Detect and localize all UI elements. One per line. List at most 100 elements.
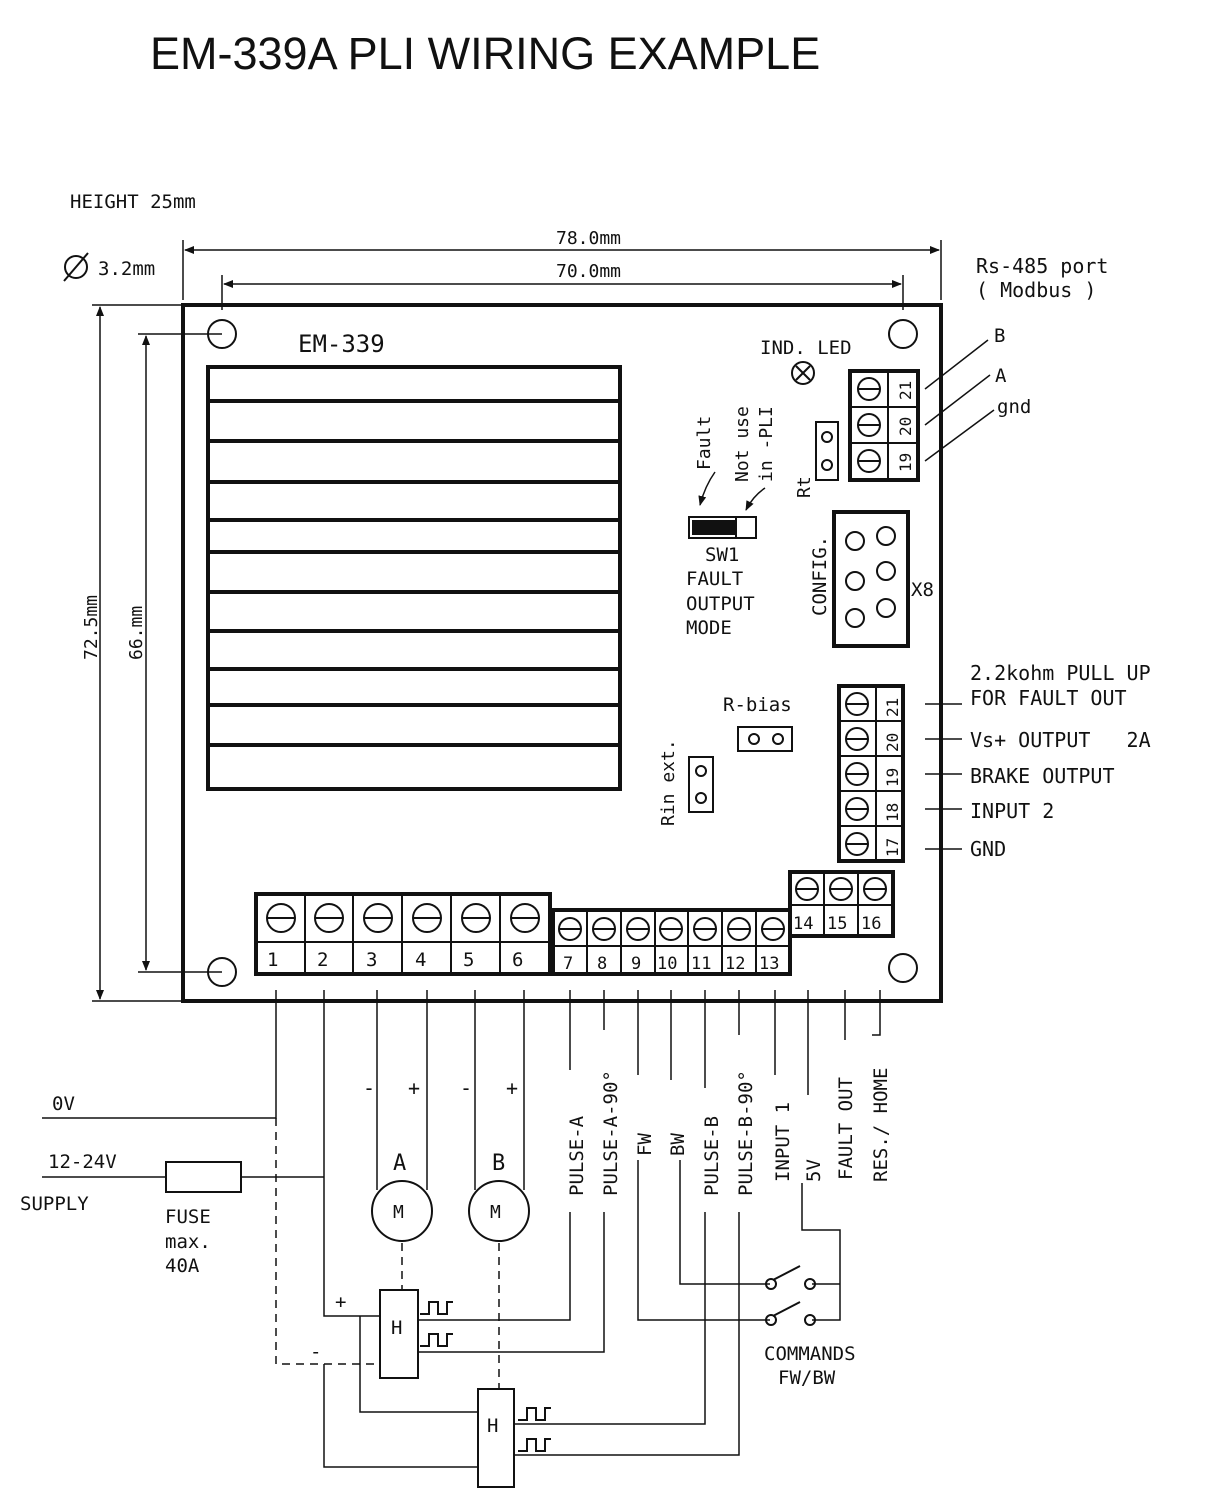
svg-text:RES./ HOME: RES./ HOME	[870, 1068, 892, 1182]
svg-text:COMMANDS: COMMANDS	[764, 1343, 856, 1365]
svg-text:Vs+ OUTPUT 2A: Vs+ OUTPUT 2A	[970, 728, 1151, 752]
svg-text:PULSE-B: PULSE-B	[701, 1116, 723, 1196]
upper-terminals: 14 15 16	[788, 870, 895, 938]
svg-text:5V: 5V	[803, 1159, 825, 1182]
screw-icon	[845, 692, 869, 856]
svg-text:A: A	[995, 365, 1007, 387]
svg-text:B: B	[994, 325, 1005, 347]
svg-text:-: -	[310, 1341, 321, 1363]
terminal-number: 16	[861, 914, 881, 934]
svg-text:in -PLI: in -PLI	[756, 406, 777, 482]
svg-text:INPUT 1: INPUT 1	[772, 1102, 794, 1182]
signal-terminals: 7 8 9 10 11 12 13	[551, 908, 792, 976]
terminal-number: 14	[793, 914, 813, 934]
terminal-number: 6	[512, 949, 523, 971]
hall-sensor-a: H + -	[275, 1118, 453, 1379]
svg-text:3.2mm: 3.2mm	[98, 258, 155, 280]
hall-sensor-b: H	[323, 1243, 551, 1488]
command-switches: COMMANDS FW/BW	[764, 1265, 856, 1389]
rs485-pin: 19	[896, 453, 915, 472]
svg-text:PULSE-B-90°: PULSE-B-90°	[735, 1070, 757, 1196]
svg-text:-: -	[460, 1076, 472, 1100]
svg-text:R-bias: R-bias	[723, 694, 792, 716]
terminal-number: 9	[631, 954, 641, 974]
board-name: EM-339	[298, 330, 385, 358]
config-connector: CONFIG. X8	[809, 510, 934, 648]
svg-text:H: H	[391, 1317, 402, 1339]
svg-text:72.5mm: 72.5mm	[81, 595, 102, 660]
mount-hole-top-left	[207, 319, 237, 349]
io-pin: 21	[883, 698, 902, 717]
terminal-number: 7	[563, 954, 573, 974]
motor-b: - + B M	[460, 990, 530, 1242]
hall-sensor-a-icon	[379, 1289, 419, 1379]
svg-text:PULSE-A-90°: PULSE-A-90°	[600, 1070, 622, 1196]
io-pin: 17	[883, 838, 902, 857]
rs485-subtitle: ( Modbus )	[976, 278, 1096, 302]
terminal-number: 2	[317, 949, 328, 971]
led-icon	[791, 361, 815, 385]
svg-text:A: A	[393, 1151, 406, 1176]
rin-ext-jumper: Rin ext.	[658, 739, 714, 826]
svg-text:40A: 40A	[165, 1255, 200, 1277]
svg-text:B: B	[492, 1151, 505, 1176]
svg-text:+: +	[335, 1291, 346, 1313]
fuse-icon	[165, 1161, 242, 1193]
terminal-number: 8	[597, 954, 607, 974]
svg-text:MODE: MODE	[686, 617, 732, 639]
rs485-pin: 21	[896, 381, 915, 400]
signal-wiring: PULSE-A PULSE-A-90° FW BW PULSE-B PULSE-…	[418, 990, 892, 1456]
svg-text:FAULT OUT: FAULT OUT	[835, 1077, 857, 1180]
svg-text:gnd: gnd	[997, 396, 1031, 418]
svg-text:OUTPUT: OUTPUT	[686, 593, 755, 615]
svg-text:FUSE: FUSE	[165, 1206, 211, 1228]
io-pin: 18	[883, 803, 902, 822]
screw-icon	[795, 877, 887, 901]
motor-a-icon	[371, 1180, 433, 1242]
terminal-number: 10	[657, 954, 677, 974]
hole-diameter: 3.2mm	[63, 252, 155, 282]
diameter-icon	[64, 255, 88, 279]
svg-text:+: +	[408, 1076, 420, 1100]
svg-text:IND. LED: IND. LED	[760, 337, 852, 359]
svg-text:M: M	[393, 1202, 404, 1223]
svg-text:Rin ext.: Rin ext.	[658, 739, 679, 826]
rt-jumper: Rt	[794, 421, 839, 498]
svg-text:FW/BW: FW/BW	[778, 1367, 836, 1389]
svg-text:H: H	[487, 1415, 498, 1437]
terminal-number: 1	[267, 949, 278, 971]
heatsink	[206, 365, 622, 791]
svg-text:PULSE-A: PULSE-A	[566, 1115, 588, 1196]
svg-text:0V: 0V	[52, 1093, 75, 1115]
rs485-title: Rs-485 port	[976, 254, 1108, 278]
terminal-number: 3	[366, 949, 377, 971]
height-label: HEIGHT 25mm	[70, 191, 196, 213]
terminal-number: 11	[691, 954, 711, 974]
svg-text:2.2kohm PULL UP: 2.2kohm PULL UP	[970, 661, 1151, 685]
ind-led: IND. LED	[760, 337, 852, 385]
motor-a: - + A M	[363, 990, 433, 1242]
svg-text:GND: GND	[970, 837, 1006, 861]
sw1-switch: Fault Not use in -PLI SW1 FAULT OUTPUT M…	[686, 406, 777, 639]
terminal-number: 12	[725, 954, 745, 974]
io-pin: 20	[883, 733, 902, 752]
motor-b-icon	[468, 1180, 530, 1242]
svg-text:max.: max.	[165, 1231, 211, 1253]
dimension-outer-width: 78.0mm	[182, 228, 942, 300]
svg-text:Rt: Rt	[794, 476, 815, 498]
rs485-connector: 21 20 19	[848, 369, 920, 482]
rs485-lines: B A gnd	[924, 325, 1031, 462]
svg-text:CONFIG.: CONFIG.	[809, 536, 831, 616]
terminal-number: 5	[463, 949, 474, 971]
svg-text:70.0mm: 70.0mm	[556, 261, 621, 282]
power-terminals: 1 2 3 4 5 6	[254, 892, 552, 976]
mount-hole-bottom-right	[888, 953, 918, 983]
svg-text:SW1: SW1	[705, 544, 739, 566]
hall-sensor-b-icon	[477, 1388, 515, 1488]
svg-text:78.0mm: 78.0mm	[556, 228, 621, 249]
svg-text:12-24V: 12-24V	[48, 1151, 117, 1173]
svg-text:SUPPLY: SUPPLY	[20, 1193, 89, 1215]
rs485-pin: 20	[896, 417, 915, 436]
svg-text:FW: FW	[634, 1133, 656, 1156]
